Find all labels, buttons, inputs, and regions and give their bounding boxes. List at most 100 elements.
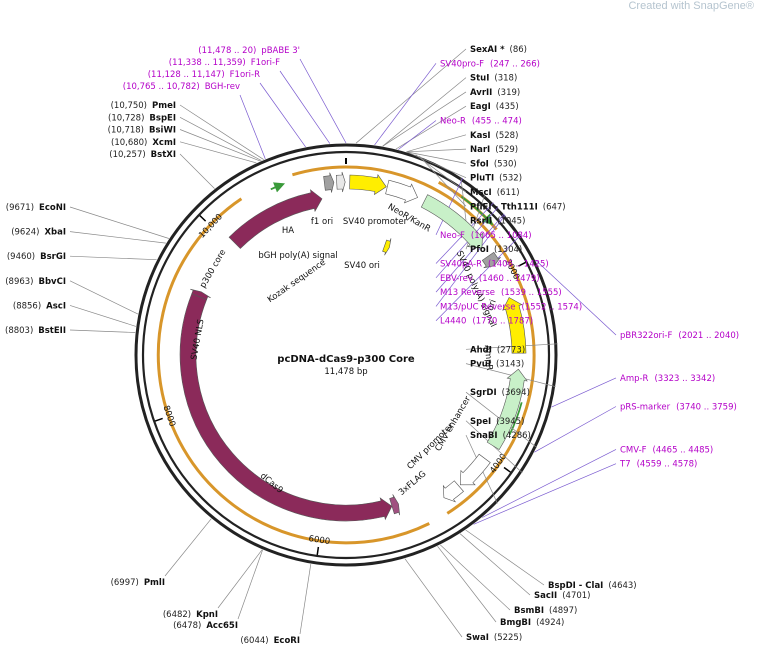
feature-label-kozak-sequence: Kozak sequence: [266, 258, 328, 306]
orange-ring-layer: [156, 165, 536, 545]
site-label: RsrII(1045): [470, 217, 525, 227]
leader-line-layer: [69, 48, 617, 638]
primer-name: Amp-R: [620, 374, 649, 384]
leader-line: [382, 77, 467, 147]
leader-line: [460, 176, 467, 221]
site-label: (9460)BsrGI: [7, 252, 66, 262]
tick-mark: [503, 466, 511, 473]
primer-name: M13 Reverse: [440, 288, 495, 298]
feature-ha: [323, 172, 335, 193]
site-position: (318): [494, 74, 517, 84]
primer-label: Neo-F(1065 .. 1084): [440, 231, 532, 241]
primer-label: SV40pro-F(247 .. 266): [440, 59, 540, 69]
leader-line: [406, 151, 467, 164]
site-label: (6478)Acc65I: [173, 621, 238, 631]
site-name: NarI: [470, 145, 490, 155]
leader-line: [395, 105, 467, 150]
feature-ori: [502, 297, 527, 354]
site-name: KpnI: [196, 610, 218, 620]
leader-line: [435, 177, 464, 236]
primer-name: L4440: [440, 317, 466, 327]
leader-line: [465, 529, 545, 586]
site-label: SgrDI (3694): [470, 388, 530, 398]
leader-line: [535, 259, 617, 336]
backbone-circle-layer: [134, 143, 558, 567]
site-position: (9671): [6, 203, 34, 213]
leader-line: [435, 214, 506, 307]
site-name: Acc65I: [206, 621, 238, 631]
site-name: SfoI: [470, 159, 489, 169]
site-name: SgrDI: [470, 388, 497, 398]
leader-line: [404, 558, 463, 638]
tick-mark: [154, 417, 163, 422]
site-label: (9671)EcoNI: [6, 203, 66, 213]
site-position: (6997): [111, 578, 139, 588]
site-position: (8856): [13, 301, 41, 311]
feature-label-bgh-poly-a-signal: bGH poly(A) signal: [258, 251, 337, 261]
site-name: BsrGI: [40, 252, 66, 262]
feature-label-3xflag: 3xFLAG: [397, 469, 428, 498]
primer-range: (4559 .. 4578): [637, 460, 698, 470]
site-label: MscI(611): [470, 188, 520, 198]
primer-range: (4465 .. 4485): [653, 445, 714, 455]
primer-label: (11,128 .. 11,147)F1ori-R: [148, 70, 260, 80]
site-name: PluTI: [470, 174, 494, 184]
primer-label: L4440(1770 .. 1787): [440, 317, 533, 327]
primer-range: (247 .. 266): [490, 59, 540, 69]
site-name: PmeI: [152, 101, 176, 111]
site-label: PfoI(1304): [470, 245, 522, 255]
leader-line: [406, 151, 467, 179]
site-position: (8963): [5, 277, 33, 287]
tick-label: 6000: [308, 534, 331, 547]
site-label: SacII(4701): [534, 591, 591, 601]
leader-line: [482, 449, 617, 518]
leader-line: [179, 153, 215, 189]
primer-name: F1ori-R: [230, 70, 260, 80]
site-label: SnaBI(4286): [470, 431, 531, 441]
feature-label-p300-core: p300 core: [198, 248, 228, 290]
primer-range: (3323 .. 3342): [654, 374, 715, 384]
site-name: BstEII: [38, 326, 66, 336]
site-name: EagI: [470, 102, 491, 112]
site-position: (9624): [11, 228, 39, 238]
primer-name: pRS-marker: [620, 403, 671, 413]
site-position: (1045): [497, 217, 525, 227]
primer-range: (1539 .. 1555): [501, 288, 562, 298]
leader-line: [435, 213, 505, 293]
site-position: (10,750): [111, 101, 147, 111]
site-name: BspDI - ClaI: [548, 581, 603, 591]
feature-layer: [179, 171, 528, 522]
primer-name: pBABE 3': [261, 46, 300, 56]
site-position: (3694): [502, 388, 530, 398]
site-label: (6997)PmlI: [111, 578, 165, 588]
site-position: (86): [510, 45, 527, 55]
site-name: AvrII: [470, 88, 492, 98]
primer-range: (1460 .. 1479): [479, 274, 540, 284]
primer-label: (11,478 .. 20)pBABE 3': [198, 46, 300, 56]
leader-line: [279, 70, 331, 144]
site-position: (435): [496, 102, 519, 112]
site-label: (10,680)XcmI: [111, 138, 176, 148]
site-position: (5225): [494, 633, 522, 643]
feature-sv40-poly-a-signal: [481, 251, 501, 269]
site-position: (4286): [503, 431, 531, 441]
primer-label: M13 Reverse (1539 .. 1555): [440, 288, 562, 298]
site-name: AscI: [46, 301, 66, 311]
feature-ampr: [486, 368, 528, 451]
site-label: (8803)BstEII: [5, 326, 66, 336]
site-name: PflFI - Tth111I: [470, 202, 538, 212]
leader-line: [239, 94, 266, 160]
feature-f1-ori: [349, 174, 387, 196]
primer-name: T7: [619, 460, 631, 470]
snapgene-watermark: Created with SnapGene®: [628, 0, 754, 12]
leader-line: [437, 545, 497, 623]
site-label: AhdI(2773): [470, 345, 525, 355]
leader-line: [179, 116, 262, 161]
site-position: (647): [543, 202, 566, 212]
feature-label-ampr: AmpR: [482, 345, 494, 371]
primer-label: M13/pUC Reverse(1552 .. 1574): [440, 302, 582, 312]
site-name: BsmBI: [514, 606, 544, 616]
leader-line: [69, 280, 139, 315]
site-position: (10,680): [111, 138, 147, 148]
leader-line: [374, 63, 437, 146]
